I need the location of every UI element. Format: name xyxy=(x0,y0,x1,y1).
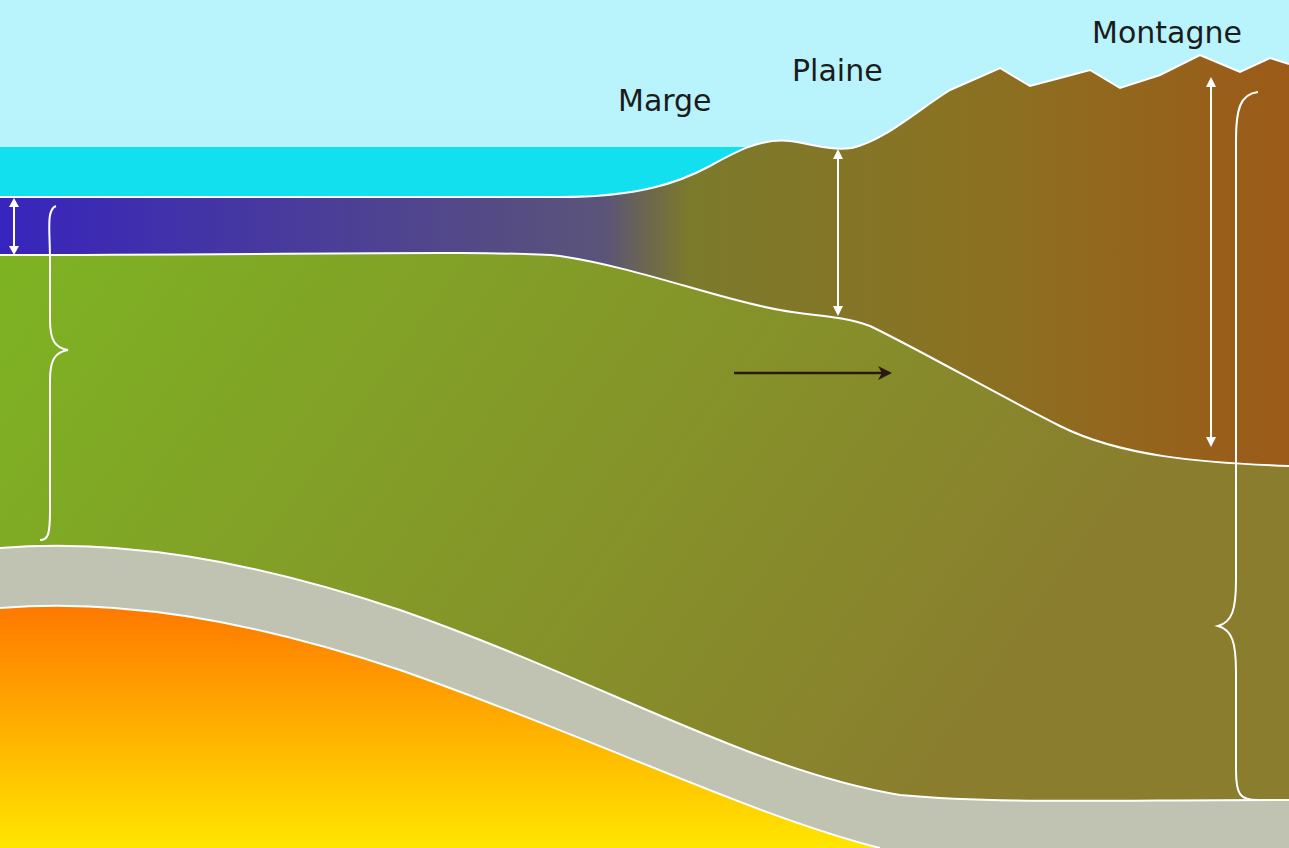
brace xyxy=(40,206,68,540)
arrowhead xyxy=(833,306,843,316)
arrowhead xyxy=(9,246,19,255)
brace xyxy=(1218,92,1258,800)
arrowhead xyxy=(1206,437,1216,447)
layer-line xyxy=(0,606,880,848)
asthenosphere xyxy=(0,606,880,848)
thickness-arrow xyxy=(1210,82,1212,442)
thickness-arrow xyxy=(837,154,839,311)
arrowhead xyxy=(9,198,19,207)
region-label: Montagne xyxy=(1092,16,1242,49)
arrowhead xyxy=(1206,77,1216,87)
layer-line xyxy=(0,546,1289,801)
flow-arrow xyxy=(734,372,884,375)
crust xyxy=(0,55,1289,466)
arrowhead xyxy=(833,149,843,159)
arrowhead xyxy=(878,366,892,380)
thickness-arrow xyxy=(13,203,15,250)
moho-line xyxy=(0,253,1289,466)
region-label: Plaine xyxy=(792,54,883,87)
grey-layer xyxy=(0,546,1289,848)
region-label: Marge xyxy=(618,84,712,117)
surface-line xyxy=(0,55,1289,197)
